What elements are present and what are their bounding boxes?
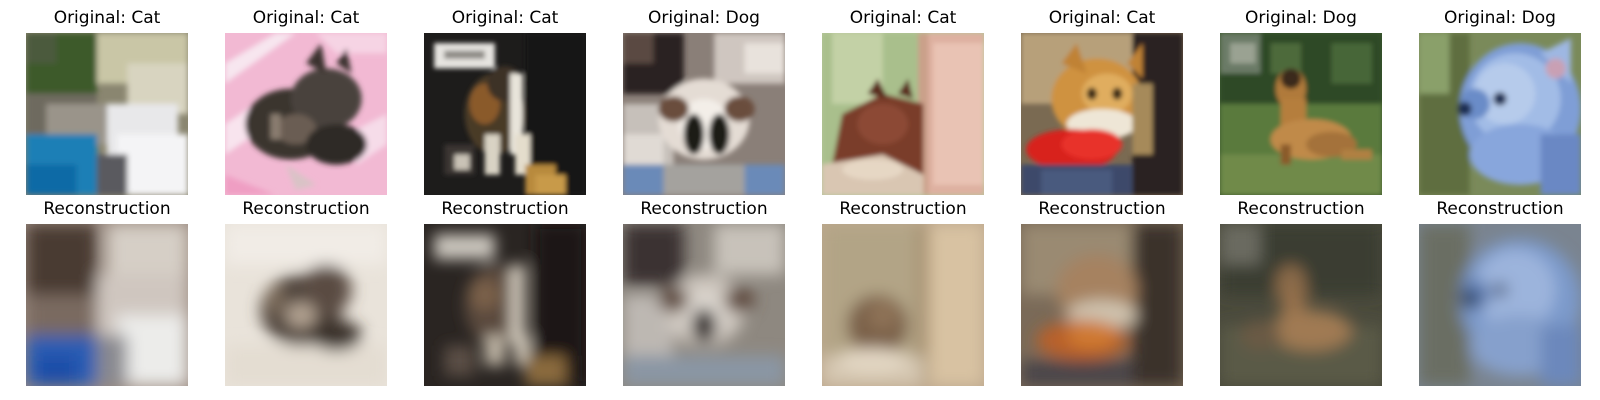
original-image <box>1220 33 1382 195</box>
reconstruction-image <box>1419 224 1581 386</box>
original-title: Original: Dog <box>1245 8 1357 28</box>
reconstruction-title: Reconstruction <box>1237 199 1365 219</box>
reconstruction-image <box>822 224 984 386</box>
reconstruction-title: Reconstruction <box>1436 199 1564 219</box>
original-title: Original: Cat <box>1048 8 1156 28</box>
original-image <box>623 33 785 195</box>
original-title: Original: Dog <box>1444 8 1556 28</box>
reconstruction-title: Reconstruction <box>1038 199 1166 219</box>
reconstruction-image <box>424 224 586 386</box>
original-title: Original: Cat <box>849 8 957 28</box>
reconstruction-image <box>1021 224 1183 386</box>
reconstruction-title: Reconstruction <box>839 199 967 219</box>
original-image <box>424 33 586 195</box>
original-image <box>225 33 387 195</box>
reconstruction-title: Reconstruction <box>43 199 171 219</box>
original-title: Original: Dog <box>648 8 760 28</box>
original-image <box>1021 33 1183 195</box>
reconstruction-image <box>225 224 387 386</box>
original-title: Original: Cat <box>252 8 360 28</box>
original-title: Original: Cat <box>53 8 161 28</box>
original-image <box>1419 33 1581 195</box>
original-image <box>26 33 188 195</box>
reconstruction-title: Reconstruction <box>242 199 370 219</box>
reconstruction-title: Reconstruction <box>441 199 569 219</box>
original-title: Original: Cat <box>451 8 559 28</box>
reconstruction-title: Reconstruction <box>640 199 768 219</box>
original-image <box>822 33 984 195</box>
reconstruction-image <box>26 224 188 386</box>
reconstruction-image <box>623 224 785 386</box>
reconstruction-image <box>1220 224 1382 386</box>
